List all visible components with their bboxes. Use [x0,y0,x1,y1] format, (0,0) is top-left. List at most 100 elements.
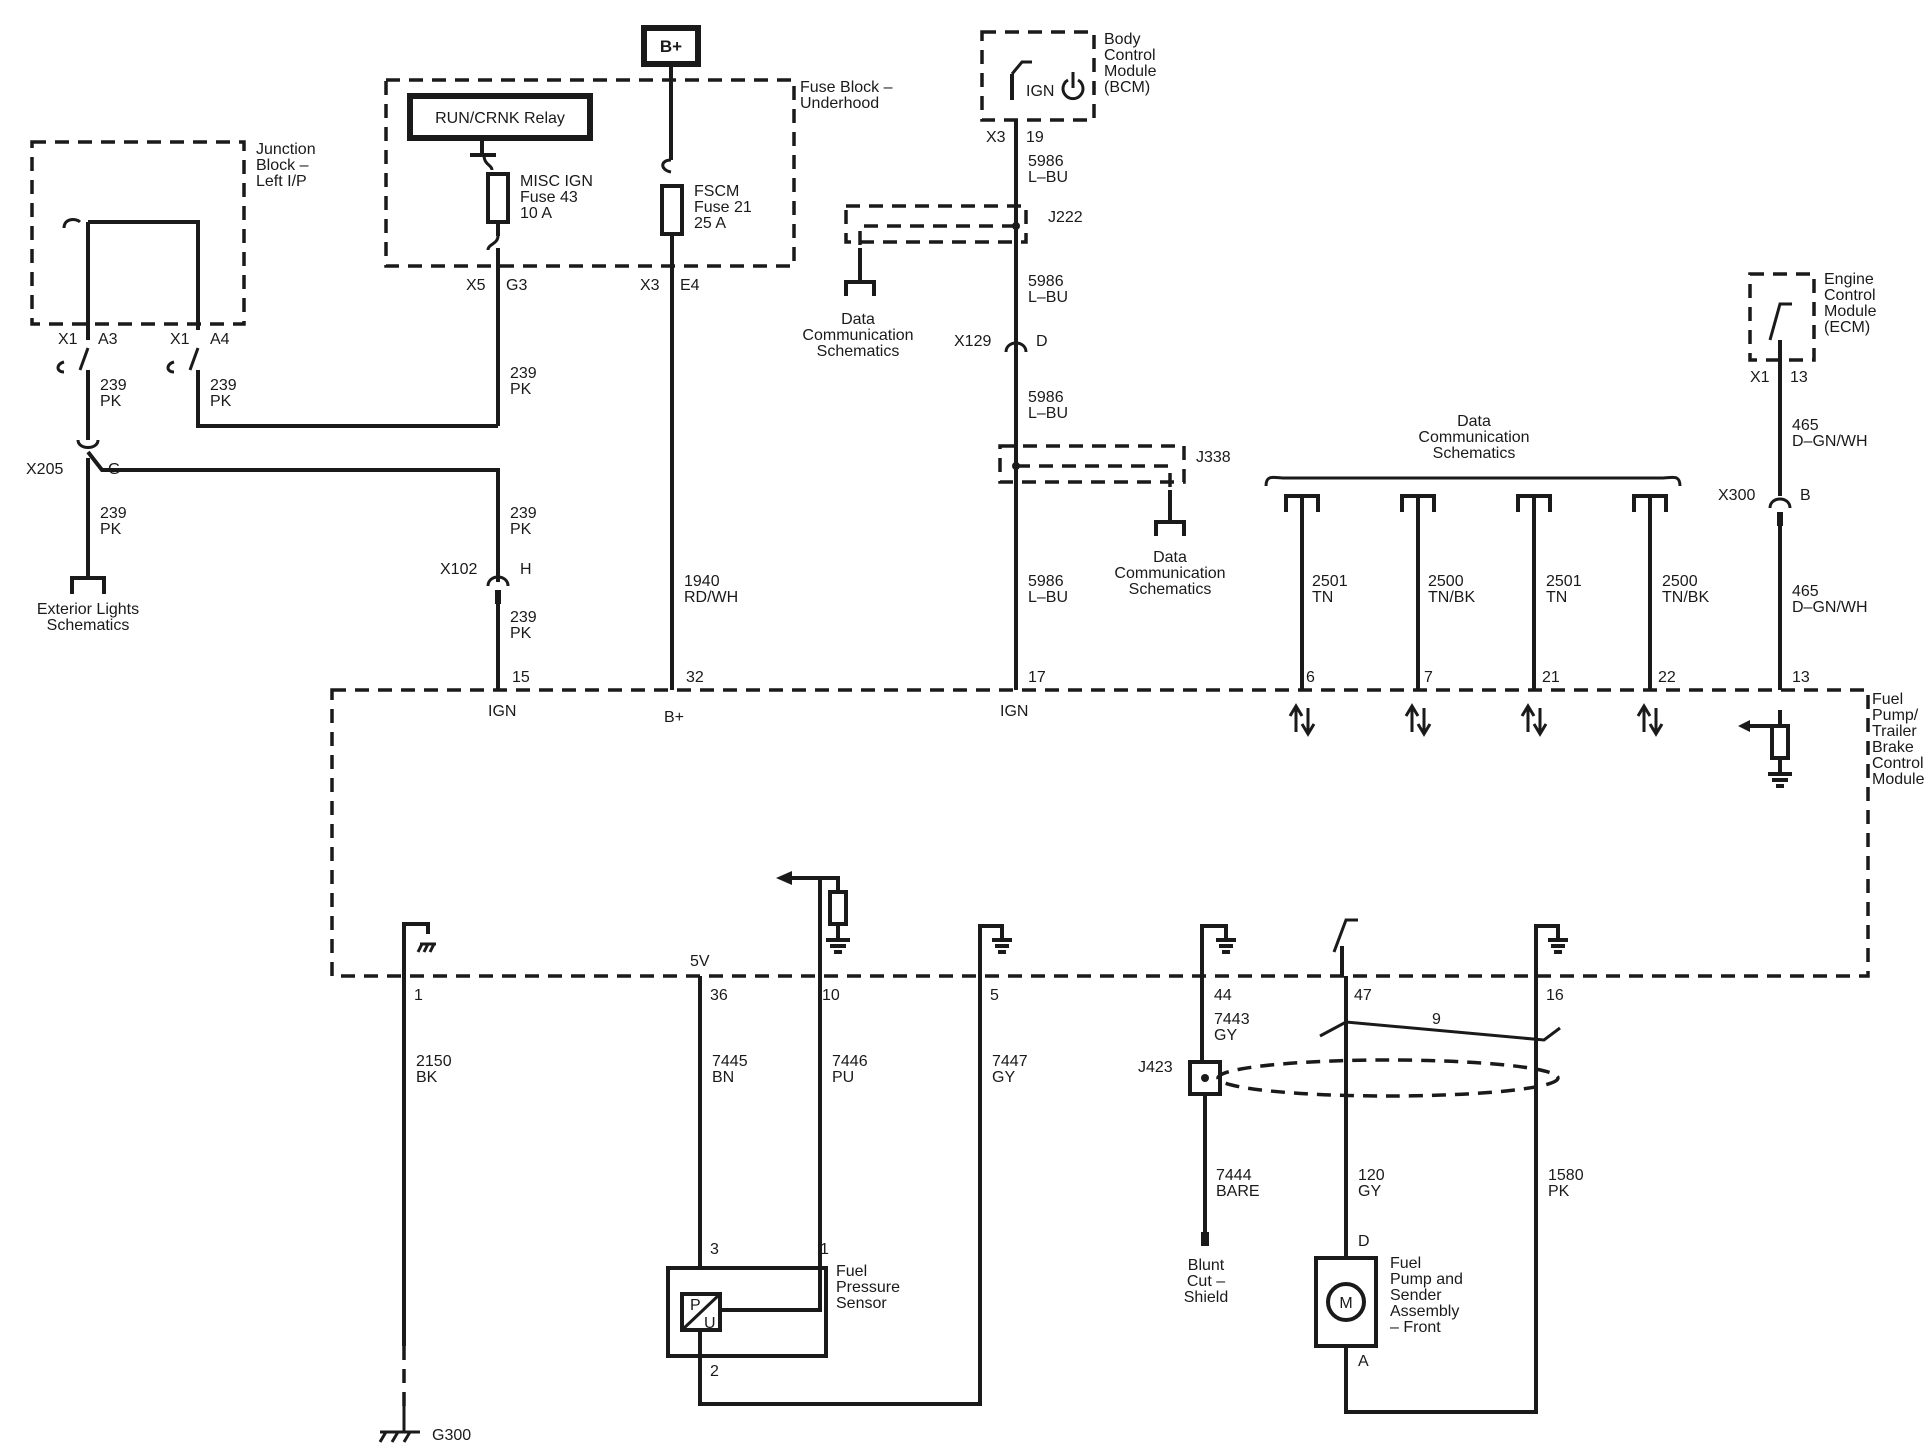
g300-label: G300 [432,1427,471,1444]
power-icon [1061,72,1085,101]
j423-label: J423 [1138,1059,1173,1076]
jb-pin-a4: A4 [210,331,230,348]
data-bus-connectors [1284,494,1668,690]
module-pin-44: 44 [1214,987,1232,1004]
sensor-p: P [690,1297,701,1314]
ecm-conn: X1 [1750,369,1770,386]
sensor-pin-2: 2 [710,1363,719,1380]
data-direction-arrows [1288,703,1664,737]
pin-g3: G3 [506,277,527,294]
module-bplus-label: B+ [664,709,684,726]
module-ign-label-1: IGN [488,703,516,720]
fuse-block-label: Fuse Block –Underhood [800,79,893,112]
engine-control-module [1748,272,1816,362]
x205-pin: G [108,461,120,478]
x102-pin: H [520,561,532,578]
x205-label: X205 [26,461,63,478]
battery-source-label: B+ [660,37,682,56]
fuel-pressure-sensor [666,1266,828,1358]
jb-pin-x1a: X1 [58,331,78,348]
module-5v-label: 5V [690,953,710,970]
pump-pin-d: D [1358,1233,1370,1250]
sensor-u: U [704,1315,716,1332]
pump-pin-a: A [1358,1353,1369,1370]
module-pin-5: 5 [990,987,999,1004]
bcm-ign: IGN [1026,83,1054,100]
pin-x5: X5 [466,277,486,294]
module-pin-15: 15 [512,669,530,686]
misc-ign-fuse [486,172,510,224]
ecm-pin: 13 [1790,369,1808,386]
x300-label: X300 [1718,487,1755,504]
j338-splice-pack [998,444,1186,484]
sensor-pin-1: 1 [820,1241,829,1258]
j222-splice-pack [844,204,1028,244]
module-pin-22: 22 [1658,669,1676,686]
module-pin-1: 1 [414,987,423,1004]
sensor-pin-3: 3 [710,1241,719,1258]
junction-block-left-ip [30,140,246,326]
x129-pin: D [1036,333,1048,350]
module-pin-13: 13 [1792,669,1810,686]
jb-pin-a3: A3 [98,331,118,348]
module-pin-17: 17 [1028,669,1046,686]
shield-ellipse [1216,1058,1560,1098]
fuel-pump-trailer-brake-module [330,688,1870,978]
fuse-block-underhood [384,78,796,268]
module-ign-label-2: IGN [1000,703,1028,720]
pin-e4: E4 [680,277,700,294]
fscm-fuse [660,184,684,236]
motor-m: M [1339,1295,1352,1312]
fuel-pump-motor [1326,1282,1366,1322]
twist-count: 9 [1432,1011,1441,1028]
module-pin-47: 47 [1354,987,1372,1004]
module-pin-7: 7 [1424,669,1433,686]
body-control-module [980,30,1096,122]
module-pin-36: 36 [710,987,728,1004]
run-crnk-relay-box [407,93,593,141]
run-crnk-relay-label: RUN/CRNK Relay [435,110,565,127]
bcm-pin: 19 [1026,129,1044,146]
module-pin-6: 6 [1306,669,1315,686]
j222-label: J222 [1048,209,1083,226]
x102-label: X102 [440,561,477,578]
module-pin-10: 10 [822,987,840,1004]
j338-label: J338 [1196,449,1231,466]
pin-x3: X3 [640,277,660,294]
